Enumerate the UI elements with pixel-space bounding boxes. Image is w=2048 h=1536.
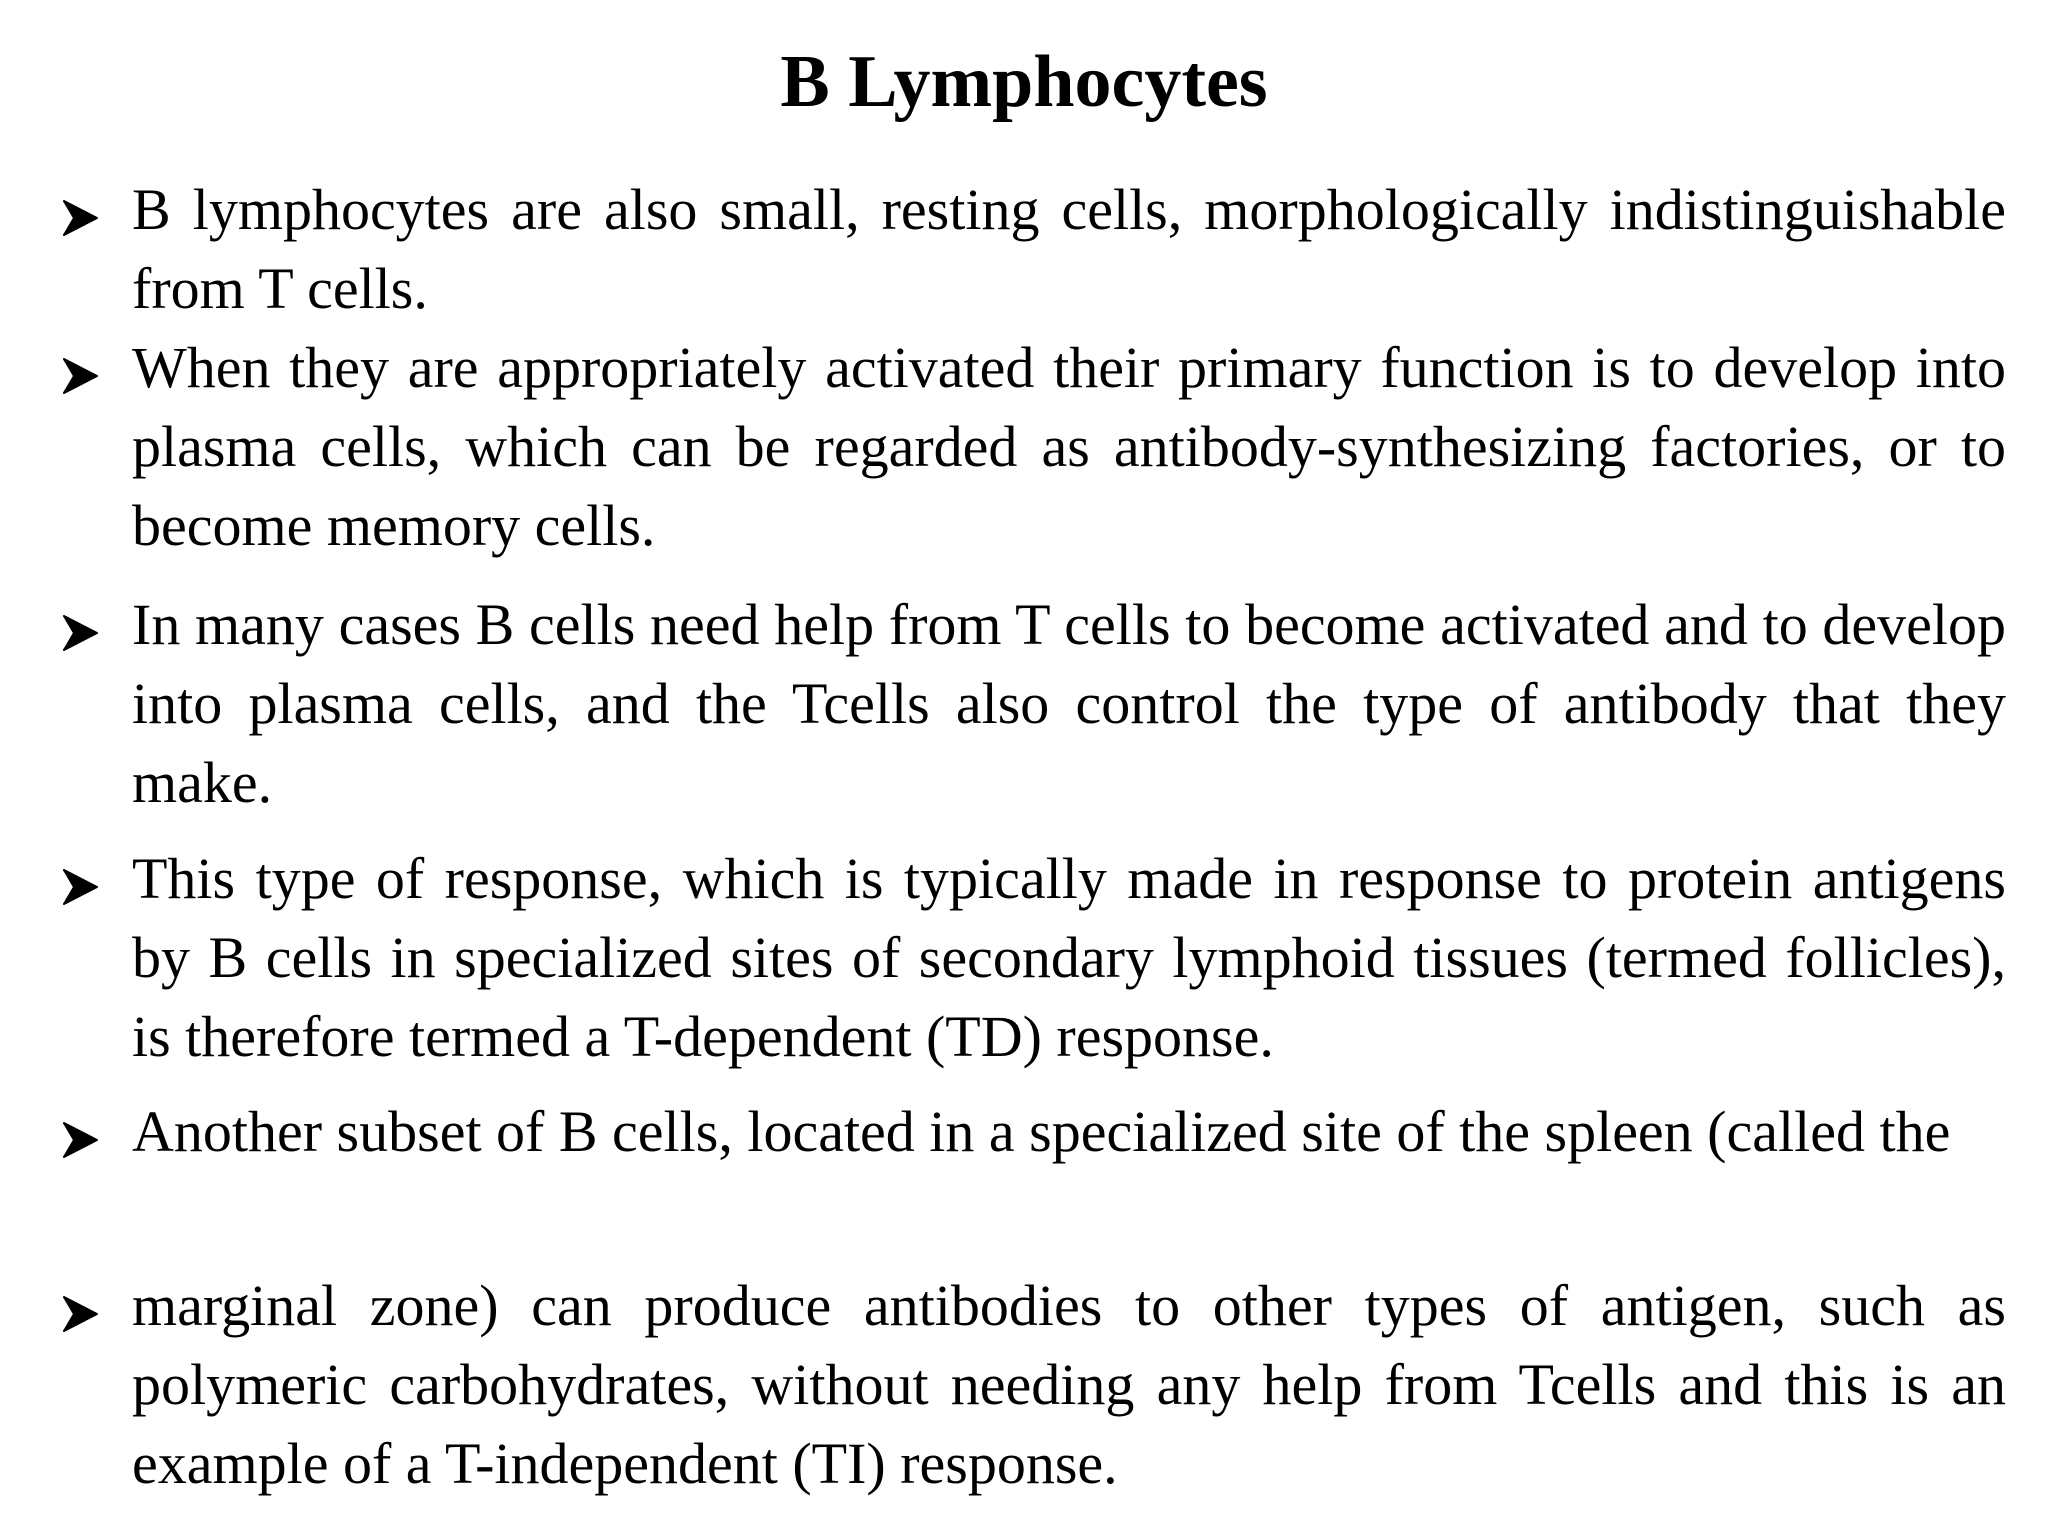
arrowhead-bullet-icon (63, 1296, 98, 1332)
bullet-text: B lymphocytes are also small, resting ce… (132, 177, 2006, 321)
arrowhead-bullet-icon (63, 358, 98, 394)
bullet-item: B lymphocytes are also small, resting ce… (60, 170, 2008, 328)
bullet-text: When they are appropriately activated th… (132, 335, 2006, 558)
bullet-item: When they are appropriately activated th… (60, 328, 2008, 565)
bullet-item: In many cases B cells need help from T c… (60, 585, 2008, 822)
arrowhead-bullet-icon (63, 1122, 98, 1158)
arrowhead-bullet-icon (63, 615, 98, 651)
bullet-item: Another subset of B cells, located in a … (60, 1092, 2008, 1171)
slide-title: B Lymphocytes (780, 41, 1268, 123)
bullet-item: marginal zone) can produce antibodies to… (60, 1266, 2008, 1503)
arrowhead-bullet-icon (63, 200, 98, 236)
bullet-text: marginal zone) can produce antibodies to… (132, 1273, 2006, 1496)
arrowhead-bullet-icon (63, 869, 98, 905)
bullet-item: This type of response, which is typicall… (60, 839, 2008, 1076)
bullet-text: Another subset of B cells, located in a … (132, 1099, 1951, 1164)
bullet-text: This type of response, which is typicall… (132, 846, 2006, 1069)
bullet-text: In many cases B cells need help from T c… (132, 592, 2006, 815)
